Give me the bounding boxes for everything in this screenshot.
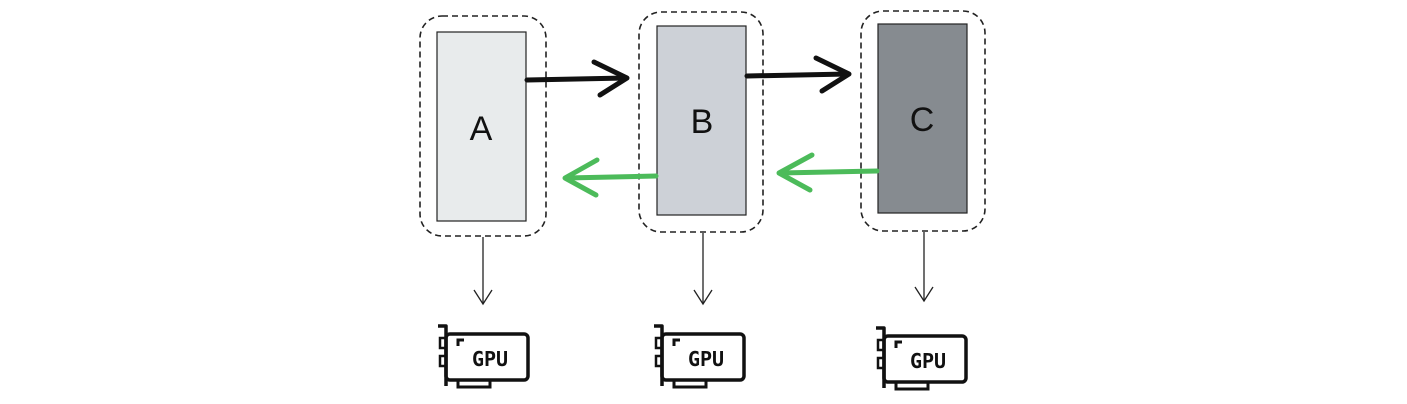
- stage-group-a-dashed-border: [419, 15, 547, 237]
- gpu-label: GPU: [688, 347, 724, 371]
- stage-b-label: B: [691, 103, 714, 141]
- forward-arrow-b-to-c: [744, 55, 852, 94]
- stage-group-a: A: [419, 15, 547, 237]
- gpu-card-icon: GPU: [876, 326, 968, 391]
- down-arrow-b: [693, 233, 713, 306]
- stage-b-block: [656, 25, 747, 216]
- stage-c-block: [877, 23, 968, 214]
- stage-a-block: [436, 31, 527, 222]
- stage-group-b: B: [638, 11, 764, 233]
- gpu-label: GPU: [910, 349, 946, 373]
- backward-arrow-c-to-b: [776, 152, 880, 193]
- stage-c-label: C: [910, 101, 935, 139]
- down-arrow-a: [473, 237, 493, 306]
- gpu-card-icon: GPU: [654, 324, 746, 389]
- forward-arrow-a-to-b: [524, 59, 630, 98]
- gpu-label: GPU: [472, 347, 508, 371]
- stage-group-c: C: [860, 10, 986, 232]
- backward-arrow-b-to-a: [562, 157, 659, 198]
- down-arrow-c: [914, 232, 934, 303]
- stage-group-c-dashed-border: [860, 10, 986, 232]
- stage-group-b-dashed-border: [638, 11, 764, 233]
- stage-a-label: A: [470, 110, 493, 148]
- gpu-card-icon: GPU: [438, 324, 530, 389]
